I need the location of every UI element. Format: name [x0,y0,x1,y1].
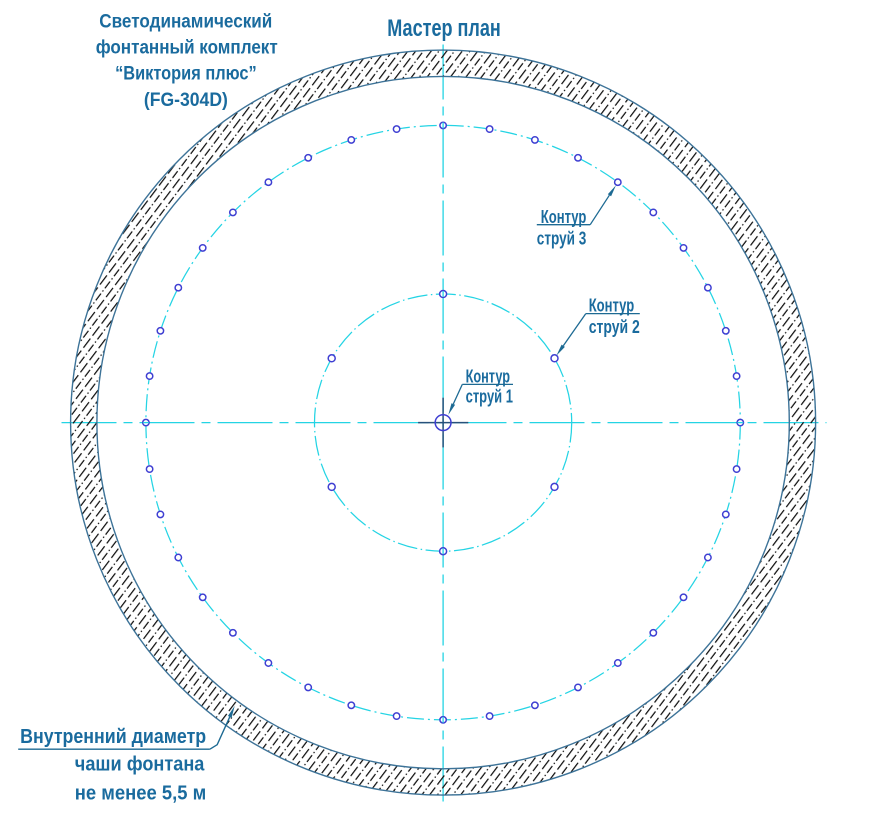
svg-text:(FG-304D): (FG-304D) [144,90,228,111]
svg-text:струй 2: струй 2 [589,316,640,337]
svg-text:Контур: Контур [589,295,635,316]
svg-text:Светодинамический: Светодинамический [99,11,272,32]
svg-text:струй 3: струй 3 [537,228,587,249]
svg-text:Контур: Контур [466,366,510,387]
svg-text:Внутренний диаметр: Внутренний диаметр [20,726,206,748]
svg-text:струй 1: струй 1 [466,386,513,407]
svg-text:чаши фонтана: чаши фонтана [75,753,205,775]
svg-text:“Виктория плюс”: “Виктория плюс” [115,63,257,84]
svg-text:Контур: Контур [541,206,587,227]
svg-text:Мастер план: Мастер план [387,15,501,42]
svg-text:фонтанный комплект: фонтанный комплект [96,37,278,58]
svg-text:не менее 5,5 м: не менее 5,5 м [75,783,206,805]
